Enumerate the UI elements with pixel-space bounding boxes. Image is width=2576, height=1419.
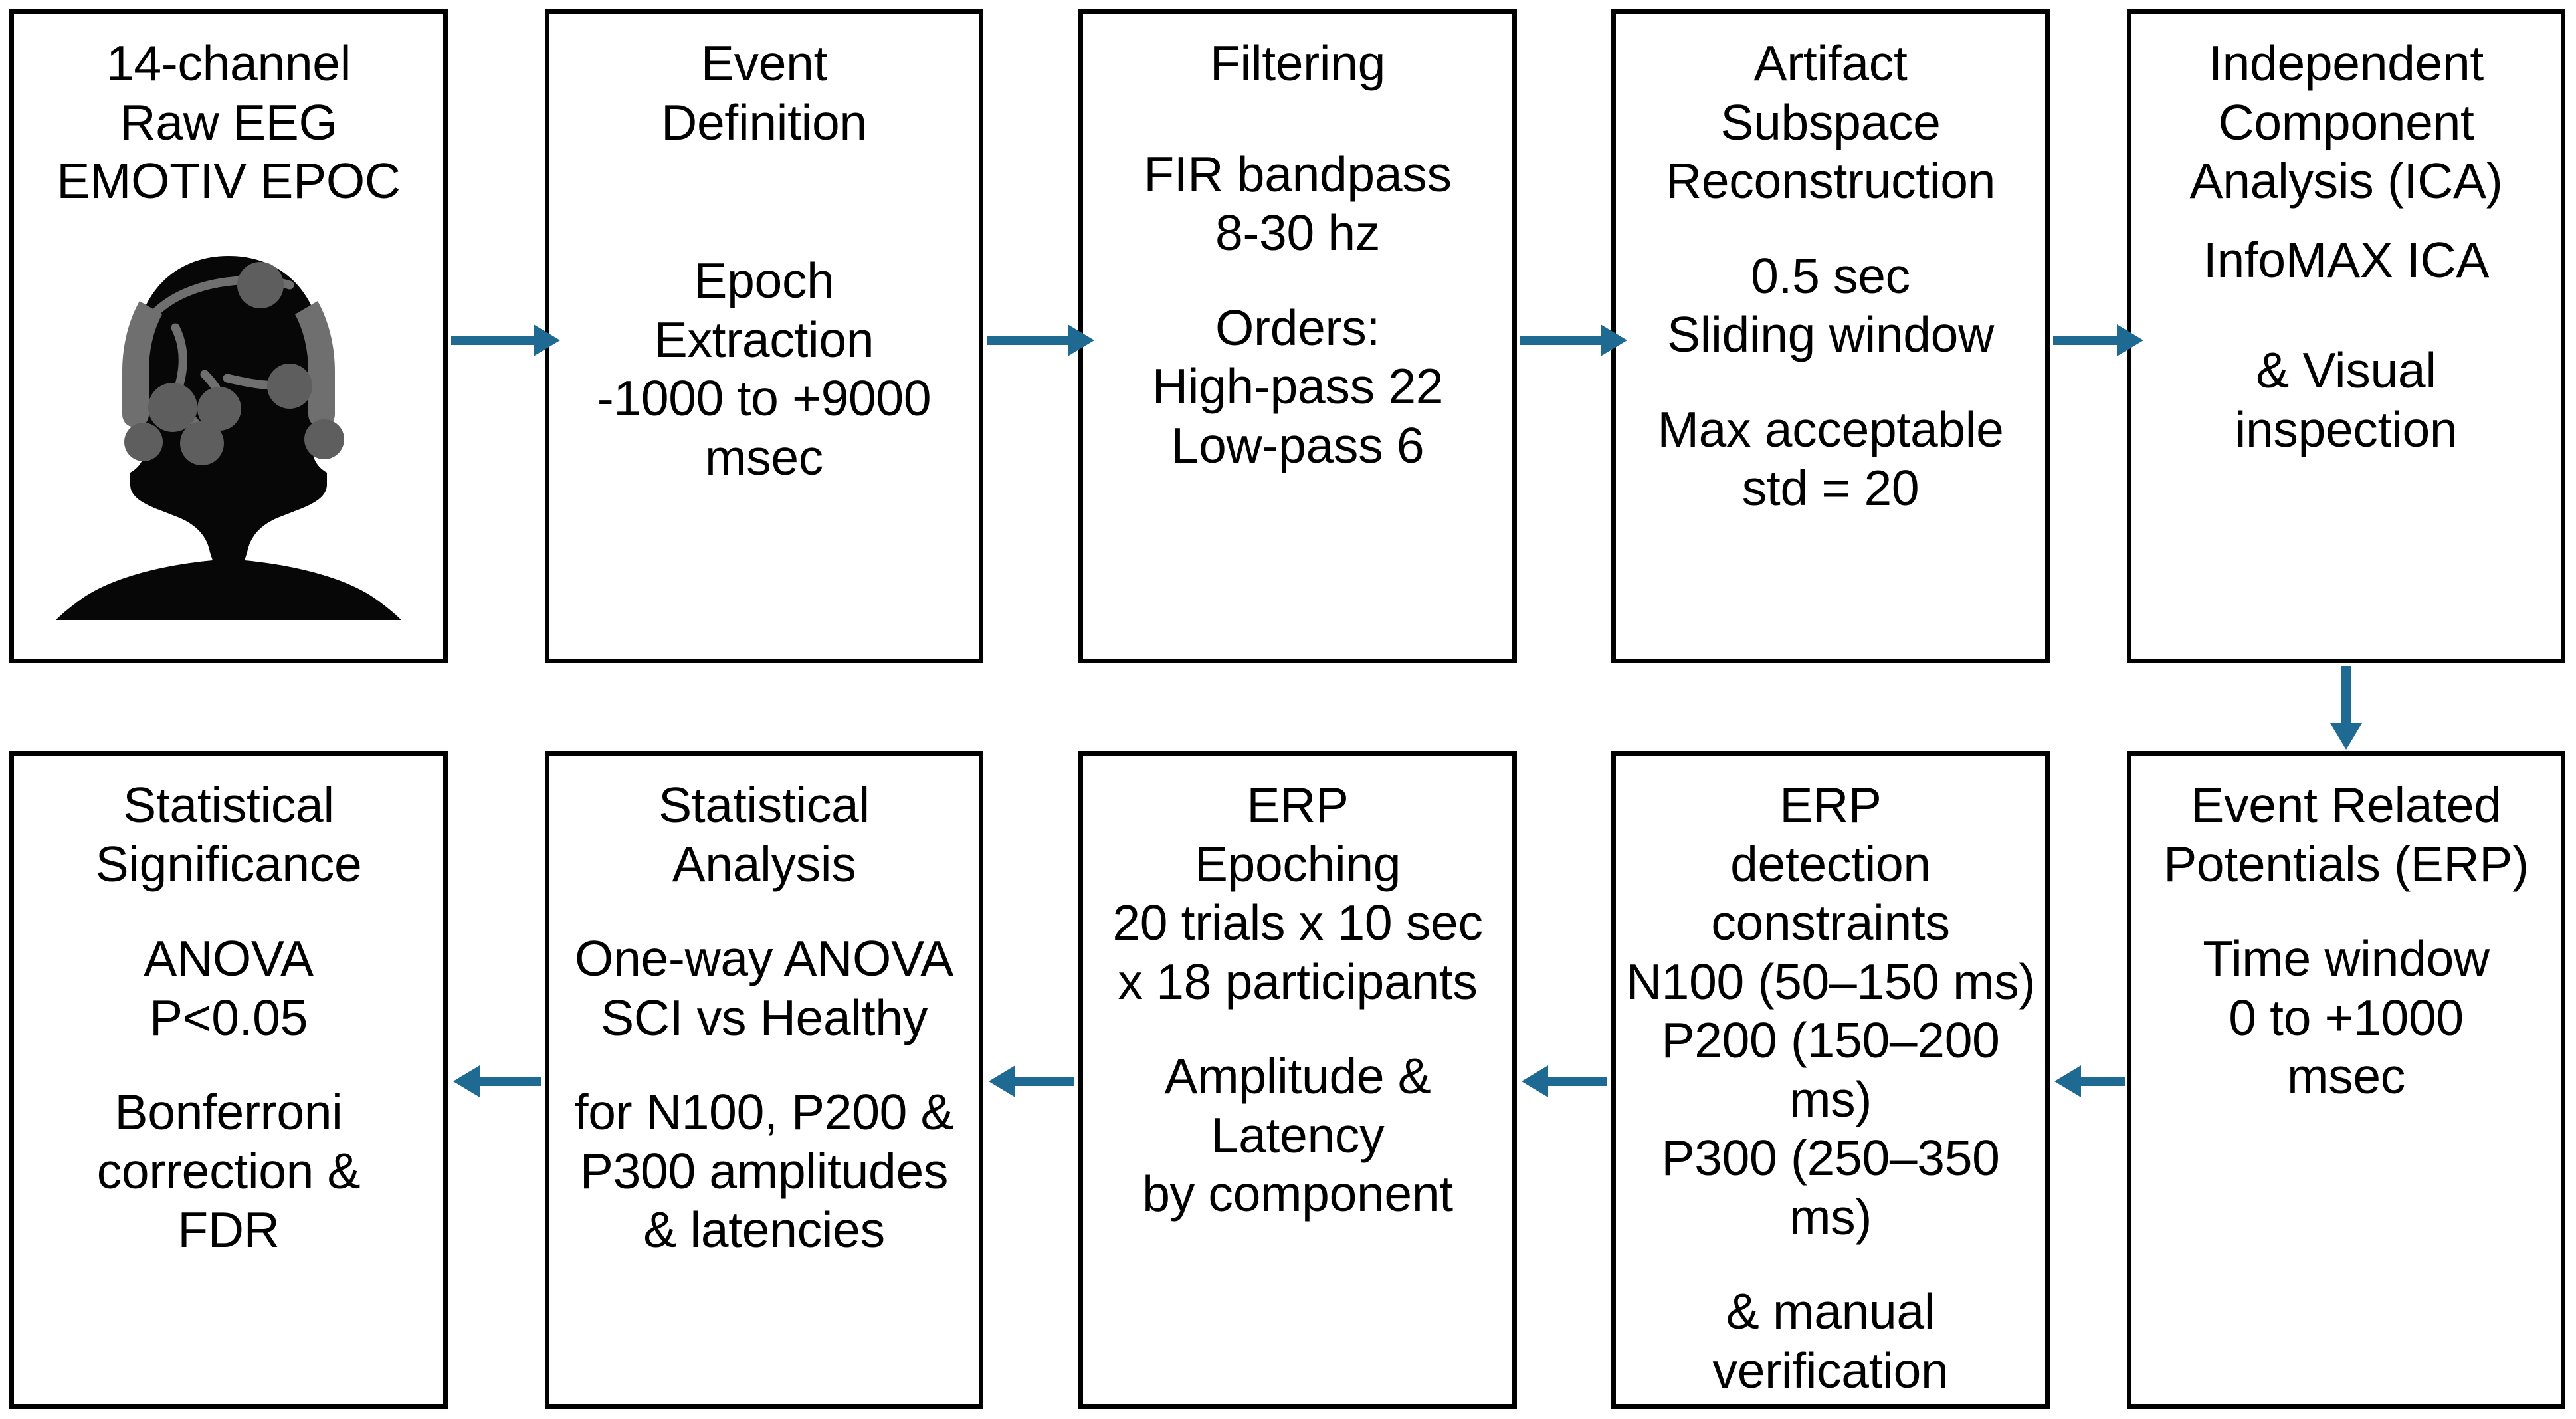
- box-asr-heading: Artifact Subspace Reconstruction: [1665, 35, 1996, 209]
- box-artifact-subspace-reconstruction[interactable]: Artifact Subspace Reconstruction 0.5 sec…: [1611, 9, 2050, 663]
- box-erp-epoching[interactable]: ERP Epoching 20 trials x 10 sec x 18 par…: [1078, 751, 1517, 1409]
- box-erp-constraints-windows: N100 (50–150 ms) P200 (150–200 ms) P300 …: [1625, 953, 2036, 1245]
- arrow-erp-to-erp-constraints: [2054, 1065, 2125, 1097]
- arrow-head-icon: [1068, 324, 1094, 356]
- box-raw-eeg[interactable]: 14-channel Raw EEG EMOTIV EPOC: [9, 9, 448, 663]
- box-statistical-analysis[interactable]: Statistical Analysis One-way ANOVA SCI v…: [545, 751, 983, 1409]
- box-statistical-analysis-measures: for N100, P200 & P300 amplitudes & laten…: [574, 1084, 954, 1257]
- box-event-definition-body: Epoch Extraction -1000 to +9000 msec: [597, 253, 932, 485]
- box-ica-method: InfoMAX ICA: [2203, 231, 2490, 288]
- box-filtering-heading: Filtering: [1209, 35, 1386, 91]
- arrow-filtering-to-asr: [1520, 324, 1627, 356]
- arrow-head-icon: [989, 1065, 1015, 1097]
- arrow-head-icon: [1522, 1065, 1548, 1097]
- box-independent-component-analysis[interactable]: Independent Component Analysis (ICA) Inf…: [2127, 9, 2565, 663]
- box-ica-heading: Independent Component Analysis (ICA): [2189, 35, 2503, 209]
- arrow-head-icon: [2117, 324, 2143, 356]
- arrow-head-icon: [2330, 723, 2362, 750]
- box-statistical-significance[interactable]: Statistical Significance ANOVA P<0.05 Bo…: [9, 751, 448, 1409]
- box-filtering[interactable]: Filtering FIR bandpass 8-30 hz Orders: H…: [1078, 9, 1517, 663]
- box-erp-epoching-measures: Amplitude & Latency by component: [1142, 1048, 1453, 1222]
- box-erp-heading: Event Related Potentials (ERP): [2163, 777, 2529, 892]
- arrow-head-icon: [453, 1065, 480, 1097]
- box-event-definition[interactable]: Event Definition Epoch Extraction -1000 …: [545, 9, 983, 663]
- arrow-raw-eeg-to-event-definition: [451, 324, 560, 356]
- box-statistical-analysis-test: One-way ANOVA SCI vs Healthy: [575, 930, 953, 1045]
- box-event-definition-heading: Event Definition: [661, 35, 867, 150]
- arrow-ica-to-erp: [2330, 666, 2362, 750]
- box-ica-inspection: & Visual inspection: [2234, 342, 2458, 457]
- arrow-event-definition-to-filtering: [987, 324, 1094, 356]
- box-erp-detection-constraints[interactable]: ERP detection constraints N100 (50–150 m…: [1611, 751, 2050, 1409]
- arrow-erp-constraints-to-erp-epoching: [1522, 1065, 1607, 1097]
- arrow-head-icon: [2054, 1065, 2081, 1097]
- box-statistical-significance-correction: Bonferroni correction & FDR: [96, 1084, 361, 1257]
- box-asr-window: 0.5 sec Sliding window: [1667, 247, 1994, 363]
- box-filtering-bandpass: FIR bandpass 8-30 hz: [1143, 146, 1452, 261]
- arrow-head-icon: [534, 324, 560, 356]
- box-filtering-orders: Orders: High-pass 22 Low-pass 6: [1151, 299, 1444, 473]
- box-asr-std: Max acceptable std = 20: [1657, 401, 2004, 516]
- arrow-head-icon: [1601, 324, 1627, 356]
- box-erp-epoching-heading: ERP Epoching: [1194, 777, 1401, 892]
- box-statistical-significance-anova: ANOVA P<0.05: [144, 930, 314, 1045]
- box-raw-eeg-heading: 14-channel Raw EEG EMOTIV EPOC: [56, 35, 401, 209]
- box-statistical-significance-heading: Statistical Significance: [95, 777, 362, 892]
- box-erp-time-window: Time window 0 to +1000 msec: [2203, 930, 2490, 1104]
- box-erp-constraints-heading: ERP detection constraints: [1711, 777, 1950, 950]
- box-statistical-analysis-heading: Statistical Analysis: [658, 777, 870, 892]
- arrow-statistical-analysis-to-statistical-significance: [453, 1065, 541, 1097]
- eeg-headset-head-icon: [56, 248, 401, 620]
- box-event-related-potentials[interactable]: Event Related Potentials (ERP) Time wind…: [2127, 751, 2565, 1409]
- box-erp-epoching-trials: 20 trials x 10 sec x 18 participants: [1112, 895, 1483, 1010]
- arrow-erp-epoching-to-statistical-analysis: [989, 1065, 1074, 1097]
- box-erp-constraints-verification: & manual verification: [1712, 1283, 1949, 1398]
- arrow-asr-to-ica: [2053, 324, 2143, 356]
